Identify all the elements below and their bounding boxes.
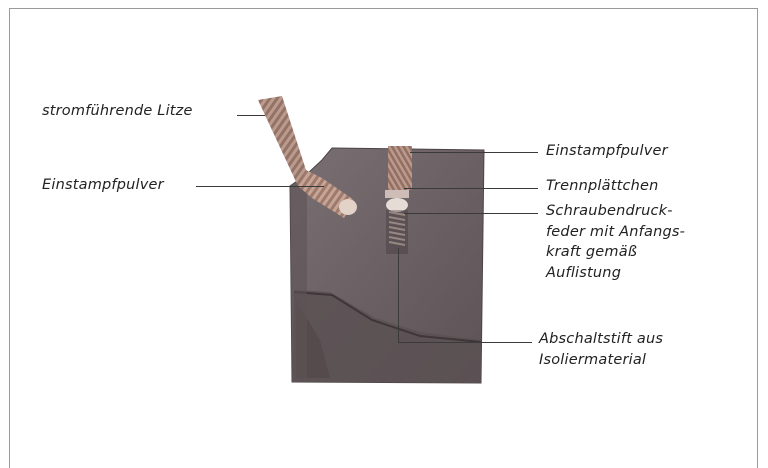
leader-pin: [398, 342, 532, 343]
diagram-stage: stromführende Litze Einstampfpulver Eins…: [0, 0, 768, 458]
leader-strand: [237, 115, 265, 116]
label-pin-line-1: Abschaltstift aus: [539, 329, 663, 349]
block-side: [290, 174, 307, 382]
separator-plate: [385, 190, 409, 198]
label-spring-line-2: feder mit Anfangs-: [546, 222, 685, 242]
label-powder-left: Einstampfpulver: [42, 175, 164, 195]
label-spring-line-1: Schraubendruck-: [546, 201, 673, 221]
label-powder-right: Einstampfpulver: [546, 141, 668, 161]
label-separator: Trennplättchen: [546, 176, 659, 196]
leader-powder-left: [196, 186, 324, 187]
label-spring-line-3: kraft gemäß: [546, 242, 637, 262]
spring-head: [386, 198, 408, 212]
bore-shadow: [386, 210, 408, 254]
leader-powder-right: [410, 152, 538, 153]
label-strand: stromführende Litze: [42, 101, 193, 121]
strand-right-shadow: [388, 146, 412, 190]
leader-spring: [404, 213, 538, 214]
strand-left-tip: [339, 199, 357, 215]
strand-left-shade: [258, 96, 306, 186]
leader-pin-vertical: [398, 248, 399, 342]
label-spring-line-4: Auflistung: [546, 263, 621, 283]
leader-separator: [404, 188, 538, 189]
label-pin-line-2: Isoliermaterial: [539, 350, 646, 370]
